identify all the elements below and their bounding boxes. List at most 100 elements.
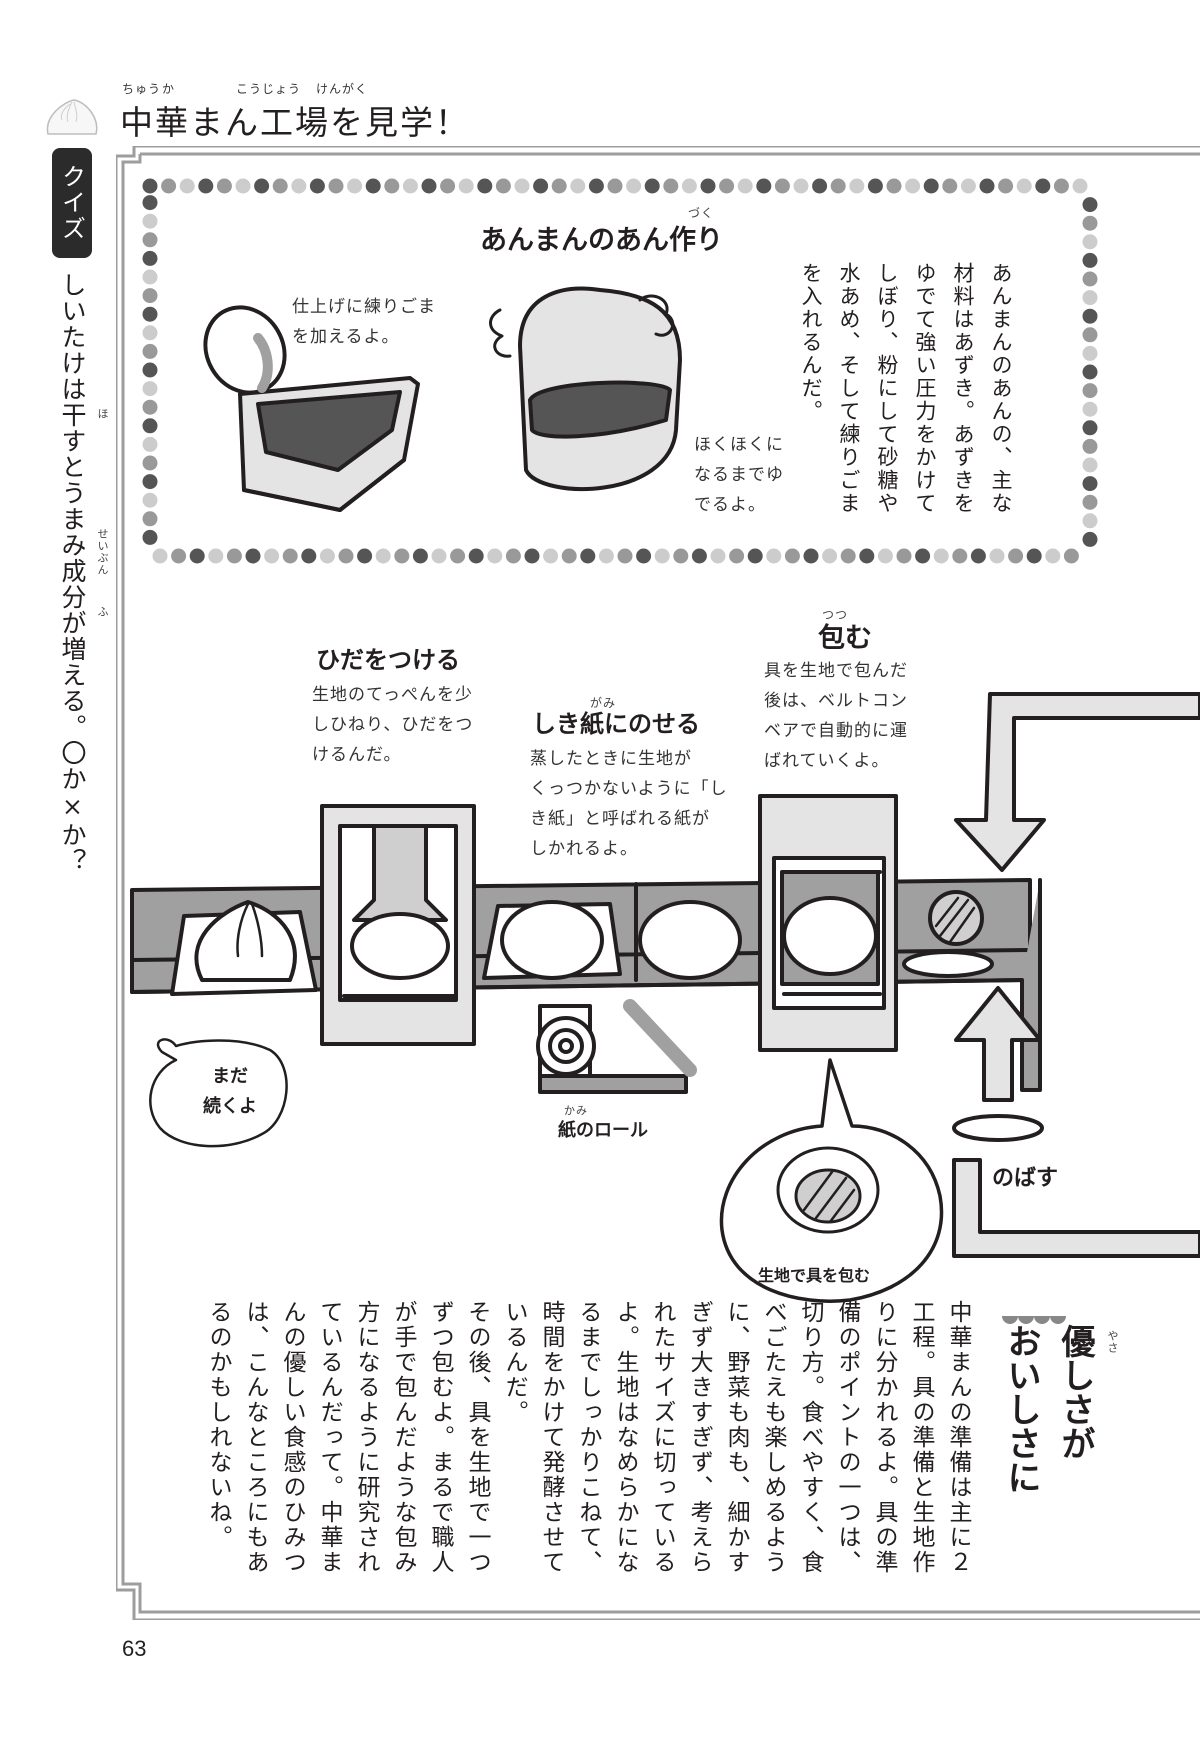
border-dot — [254, 178, 270, 194]
border-dot — [142, 474, 158, 490]
border-dot — [357, 548, 373, 564]
quiz-question: しいたけは干すとうまみ成分が増える。〇か×か？ — [58, 272, 87, 874]
border-dot — [1082, 327, 1098, 343]
border-dot — [1035, 178, 1051, 194]
border-dot — [1082, 513, 1098, 529]
page-title: 中華まん工場を見学！ — [120, 103, 470, 142]
border-dot — [700, 178, 716, 194]
border-dot — [142, 511, 158, 527]
border-dot — [208, 548, 224, 564]
border-dot — [1053, 178, 1069, 194]
border-dot — [394, 548, 410, 564]
border-dot — [952, 548, 968, 564]
border-dot — [1082, 197, 1098, 213]
border-dot — [347, 178, 363, 194]
border-dot — [561, 548, 577, 564]
border-dot — [551, 178, 567, 194]
border-dot — [607, 178, 623, 194]
border-dot — [328, 178, 344, 194]
border-dot — [179, 178, 195, 194]
border-dot — [1082, 364, 1098, 380]
border-dot — [989, 548, 1005, 564]
bubble-line-2: 続くよ — [203, 1096, 257, 1117]
border-dot — [915, 548, 931, 564]
border-dot — [487, 548, 503, 564]
column-heading-line-1: 優しさが — [1055, 1324, 1095, 1460]
border-dot — [1082, 420, 1098, 436]
border-dot — [533, 178, 549, 194]
border-dot — [710, 548, 726, 564]
border-dot — [1063, 548, 1079, 564]
border-dot — [468, 548, 484, 564]
border-dot — [384, 178, 400, 194]
border-dot — [729, 548, 745, 564]
border-dot — [970, 548, 986, 564]
column-heading-line-2: おいしさに — [1001, 1324, 1041, 1494]
step-heading-ruby: つつ — [822, 608, 849, 622]
continue-bubble-text: まだ 続くよ — [180, 1062, 280, 1122]
border-dot — [142, 232, 158, 248]
border-dot — [1045, 548, 1061, 564]
border-dot — [1082, 457, 1098, 473]
border-dot — [896, 548, 912, 564]
column-body: 中華まんの準備は主に２ 工程。具の準備と生地作 りに分かれるよ。具の準 備のポイ… — [205, 1300, 971, 1575]
page-frame — [116, 146, 1200, 1620]
border-dot — [235, 178, 251, 194]
border-dot — [142, 195, 158, 211]
border-dot — [719, 178, 735, 194]
border-dot — [245, 548, 261, 564]
title-ruby: こうじょう — [236, 82, 302, 96]
border-dot — [142, 492, 158, 508]
title-ruby: か — [162, 82, 176, 96]
border-dot — [626, 178, 642, 194]
border-dot — [142, 250, 158, 266]
quiz-ruby: ふ — [96, 606, 109, 618]
border-dot — [1082, 271, 1098, 287]
border-dot — [859, 548, 875, 564]
border-dot — [886, 178, 902, 194]
border-dot — [309, 178, 325, 194]
border-dot — [681, 178, 697, 194]
border-dot — [1082, 531, 1098, 547]
border-dot — [189, 548, 205, 564]
border-dot — [747, 548, 763, 564]
quiz-badge: クイズ — [52, 148, 92, 258]
border-dot — [142, 399, 158, 415]
quiz-ruby: ほ — [96, 408, 109, 420]
steamed-bun-icon — [46, 99, 98, 135]
anko-heading: あんまんのあん作り — [480, 225, 723, 256]
paper-roll-ruby: かみ — [564, 1104, 588, 1117]
border-dot — [301, 548, 317, 564]
border-dot — [580, 548, 596, 564]
border-dot — [1082, 308, 1098, 324]
border-dot — [477, 178, 493, 194]
border-dot — [849, 178, 865, 194]
border-dot — [142, 288, 158, 304]
border-dot — [598, 548, 614, 564]
border-dot — [431, 548, 447, 564]
border-dot — [756, 178, 772, 194]
border-dot — [421, 178, 437, 194]
border-dot — [1082, 234, 1098, 250]
border-dot — [142, 455, 158, 471]
border-dot — [495, 178, 511, 194]
border-dot — [830, 178, 846, 194]
border-dot — [142, 436, 158, 452]
border-dot — [1072, 178, 1088, 194]
title-ruby: けんがく — [316, 82, 369, 96]
border-dot — [440, 178, 456, 194]
border-dot — [663, 178, 679, 194]
border-dot — [877, 548, 893, 564]
border-dot — [171, 548, 187, 564]
border-dot — [142, 529, 158, 545]
column-heading: 優しさが おいしさに — [990, 1324, 1102, 1594]
step-heading-paper: しき紙にのせる — [532, 710, 700, 738]
border-dot — [905, 178, 921, 194]
border-dot — [812, 178, 828, 194]
border-dot — [1082, 215, 1098, 231]
border-dot — [450, 548, 466, 564]
bubble-line-1: まだ — [212, 1066, 248, 1087]
border-dot — [644, 178, 660, 194]
step-heading-ruby: がみ — [590, 696, 617, 710]
border-dot — [142, 269, 158, 285]
